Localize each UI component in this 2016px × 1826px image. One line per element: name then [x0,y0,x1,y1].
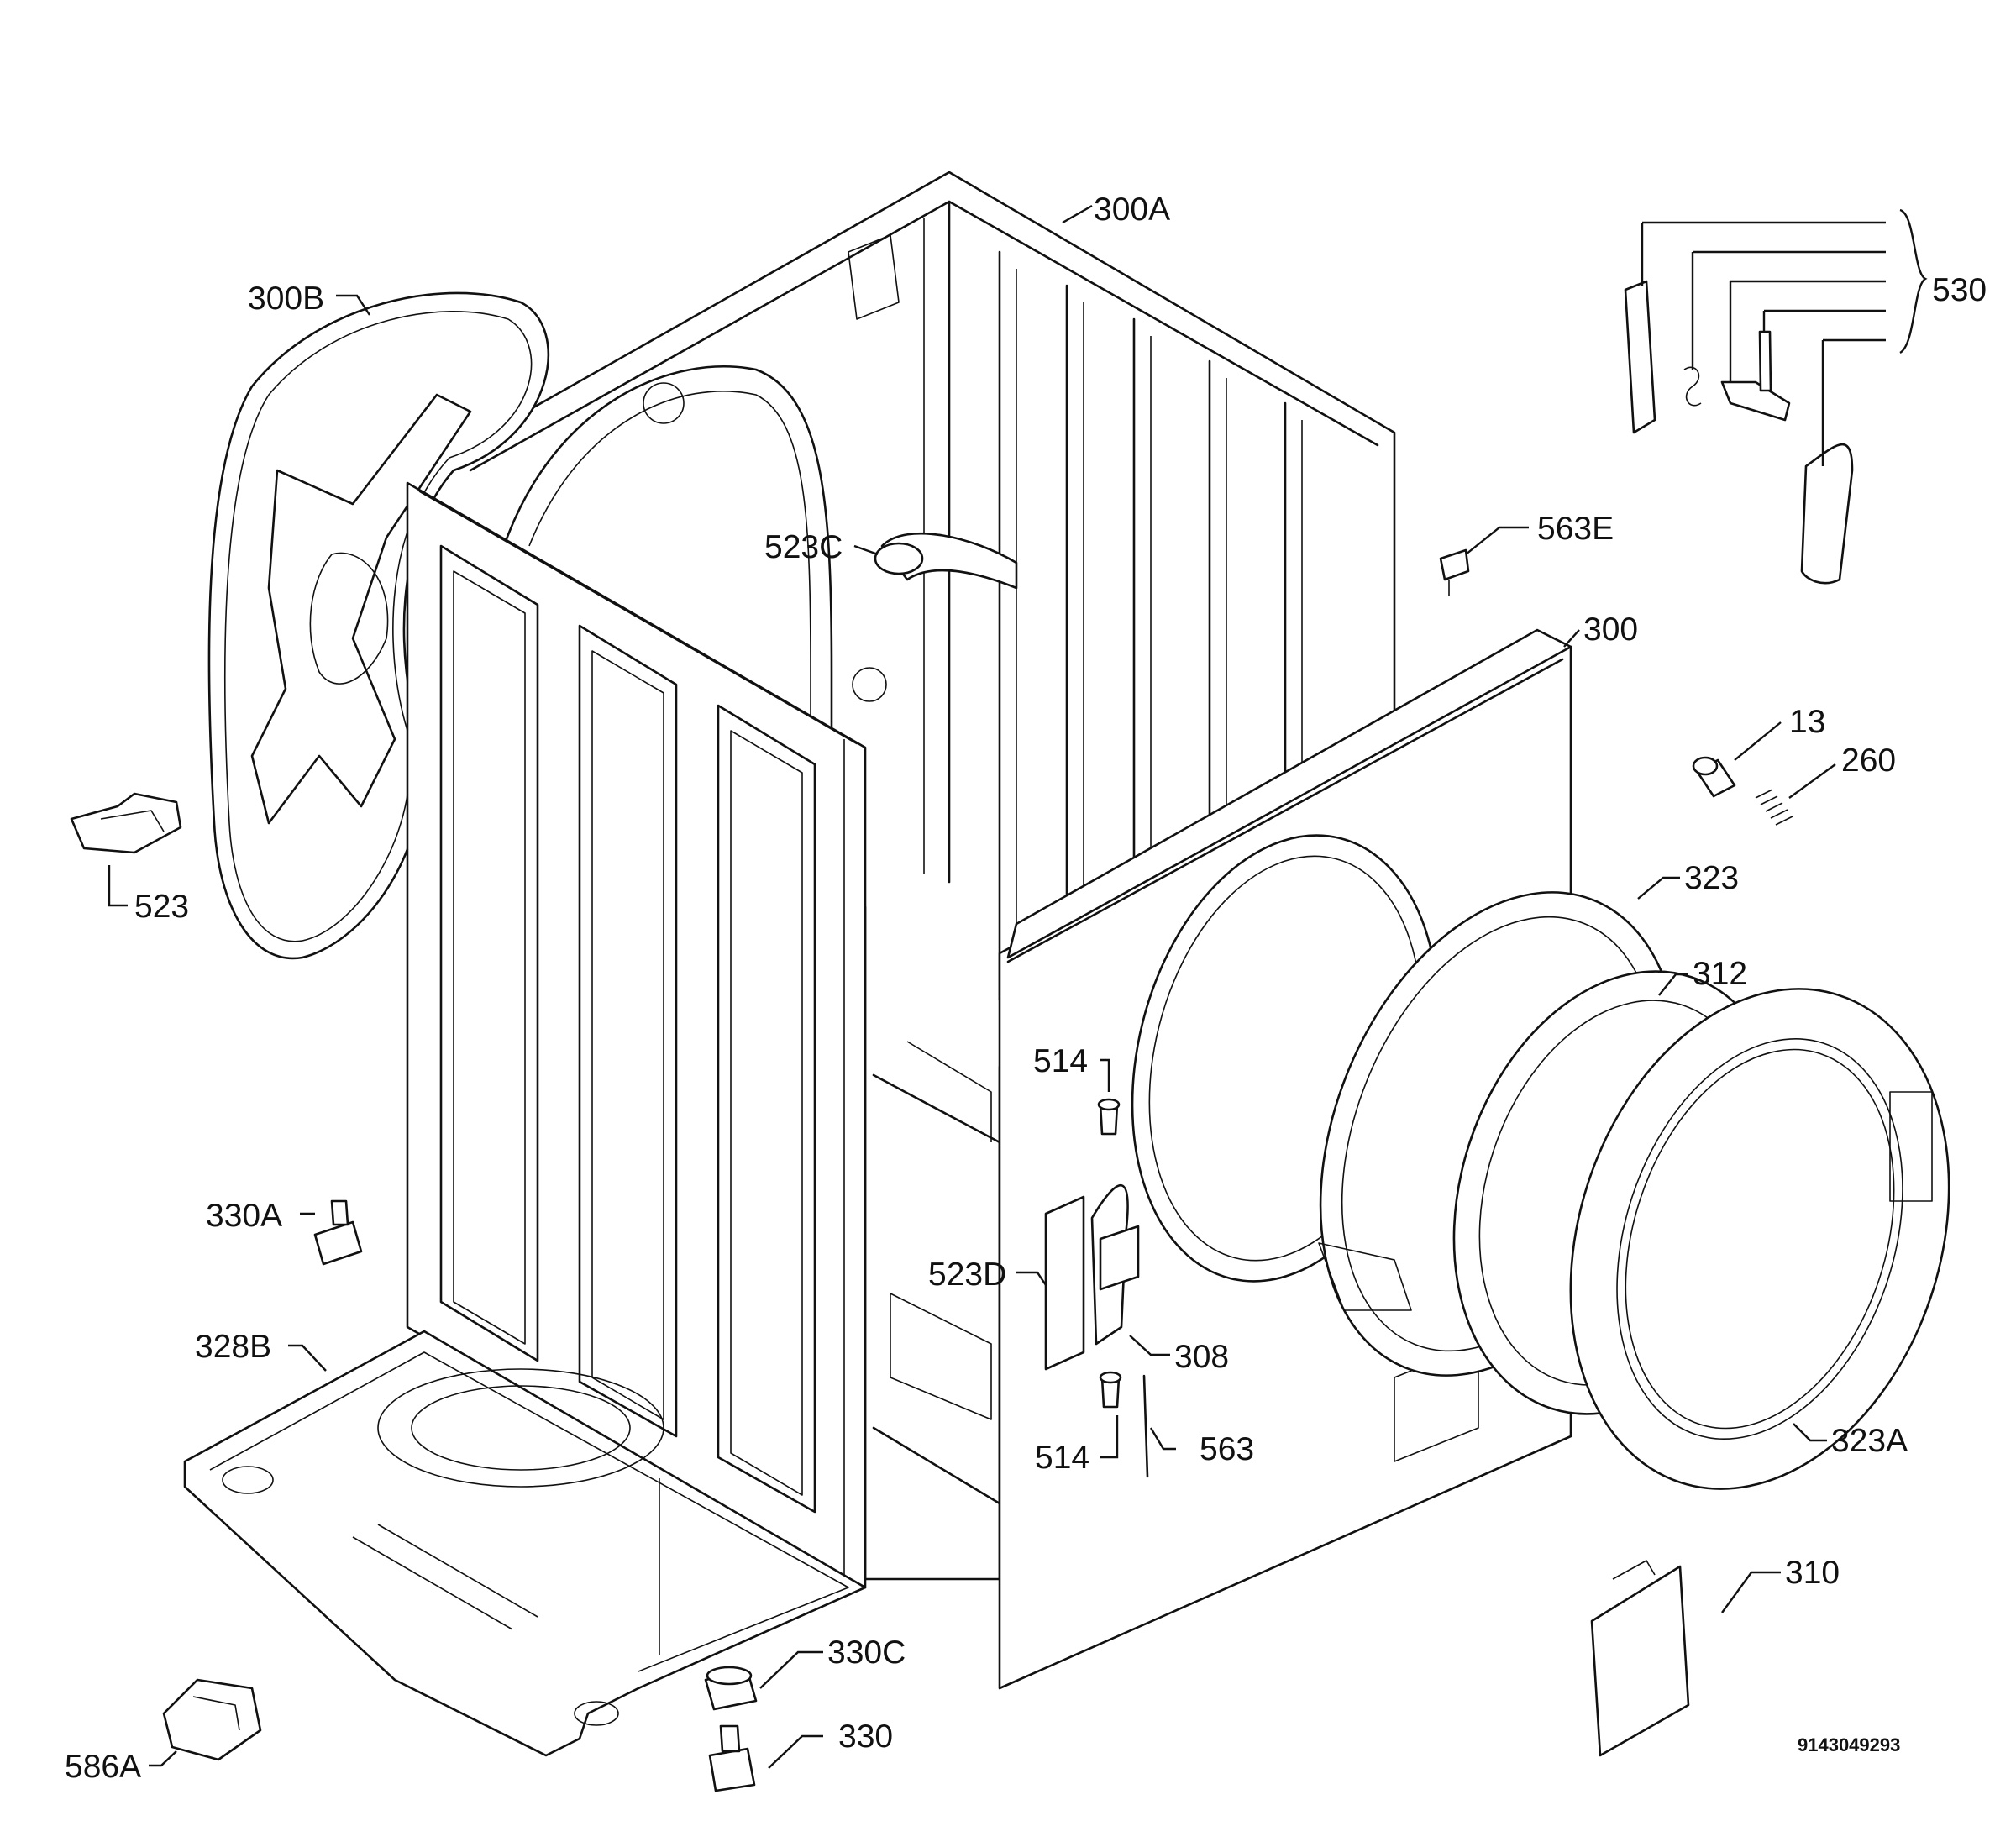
label-330C: 330C [827,1634,906,1671]
foot-330A [313,1199,363,1266]
spring-260 [1755,789,1793,826]
label-523C: 523C [764,529,843,565]
base-plate [183,1330,867,1757]
foot-330 [708,1724,756,1792]
part-labels: 300A 300B 530 523C 563E 300 13 260 523 3… [65,192,1987,1785]
label-523D: 523D [928,1257,1006,1293]
hinge-pin-top [1097,1098,1121,1136]
label-300B: 300B [248,281,324,317]
label-530: 530 [1932,272,1987,308]
label-328B: 328B [195,1329,271,1365]
label-563: 563 [1200,1431,1254,1467]
left-side-panel [406,481,867,1589]
cable-clip-523 [70,792,182,854]
label-308: 308 [1174,1339,1229,1375]
bushing-13 [1692,756,1736,798]
label-13: 13 [1789,704,1825,740]
label-563E: 563E [1537,511,1614,547]
rear-panel-part [207,291,550,960]
label-514-top: 514 [1033,1043,1088,1079]
detergent-hose-clip [874,532,1018,590]
door-handle-set-530 [1624,280,1854,585]
label-300A: 300A [1094,192,1170,228]
label-323: 323 [1684,860,1739,896]
label-323A: 323A [1831,1423,1908,1459]
hinge-rod [1142,1374,1149,1478]
label-586A: 586A [65,1749,141,1785]
label-330: 330 [838,1718,893,1755]
label-260: 260 [1841,742,1896,779]
label-310: 310 [1785,1555,1840,1591]
label-523: 523 [134,889,189,925]
leader-lines [108,204,1928,1769]
hinge-bracket [1044,1183,1140,1371]
label-312: 312 [1693,956,1747,992]
label-300: 300 [1583,611,1638,648]
foot-330C [704,1666,758,1711]
door-outer-ring [1569,988,1950,1490]
label-514-bottom: 514 [1035,1440,1089,1476]
hinge-pin-bottom [1099,1371,1122,1409]
bracket-586A [162,1678,262,1761]
document-number: 9143049293 [1798,1734,1900,1755]
filter-cover-310 [1590,1560,1690,1757]
sensor-part [1439,548,1470,596]
label-330A: 330A [206,1198,282,1234]
